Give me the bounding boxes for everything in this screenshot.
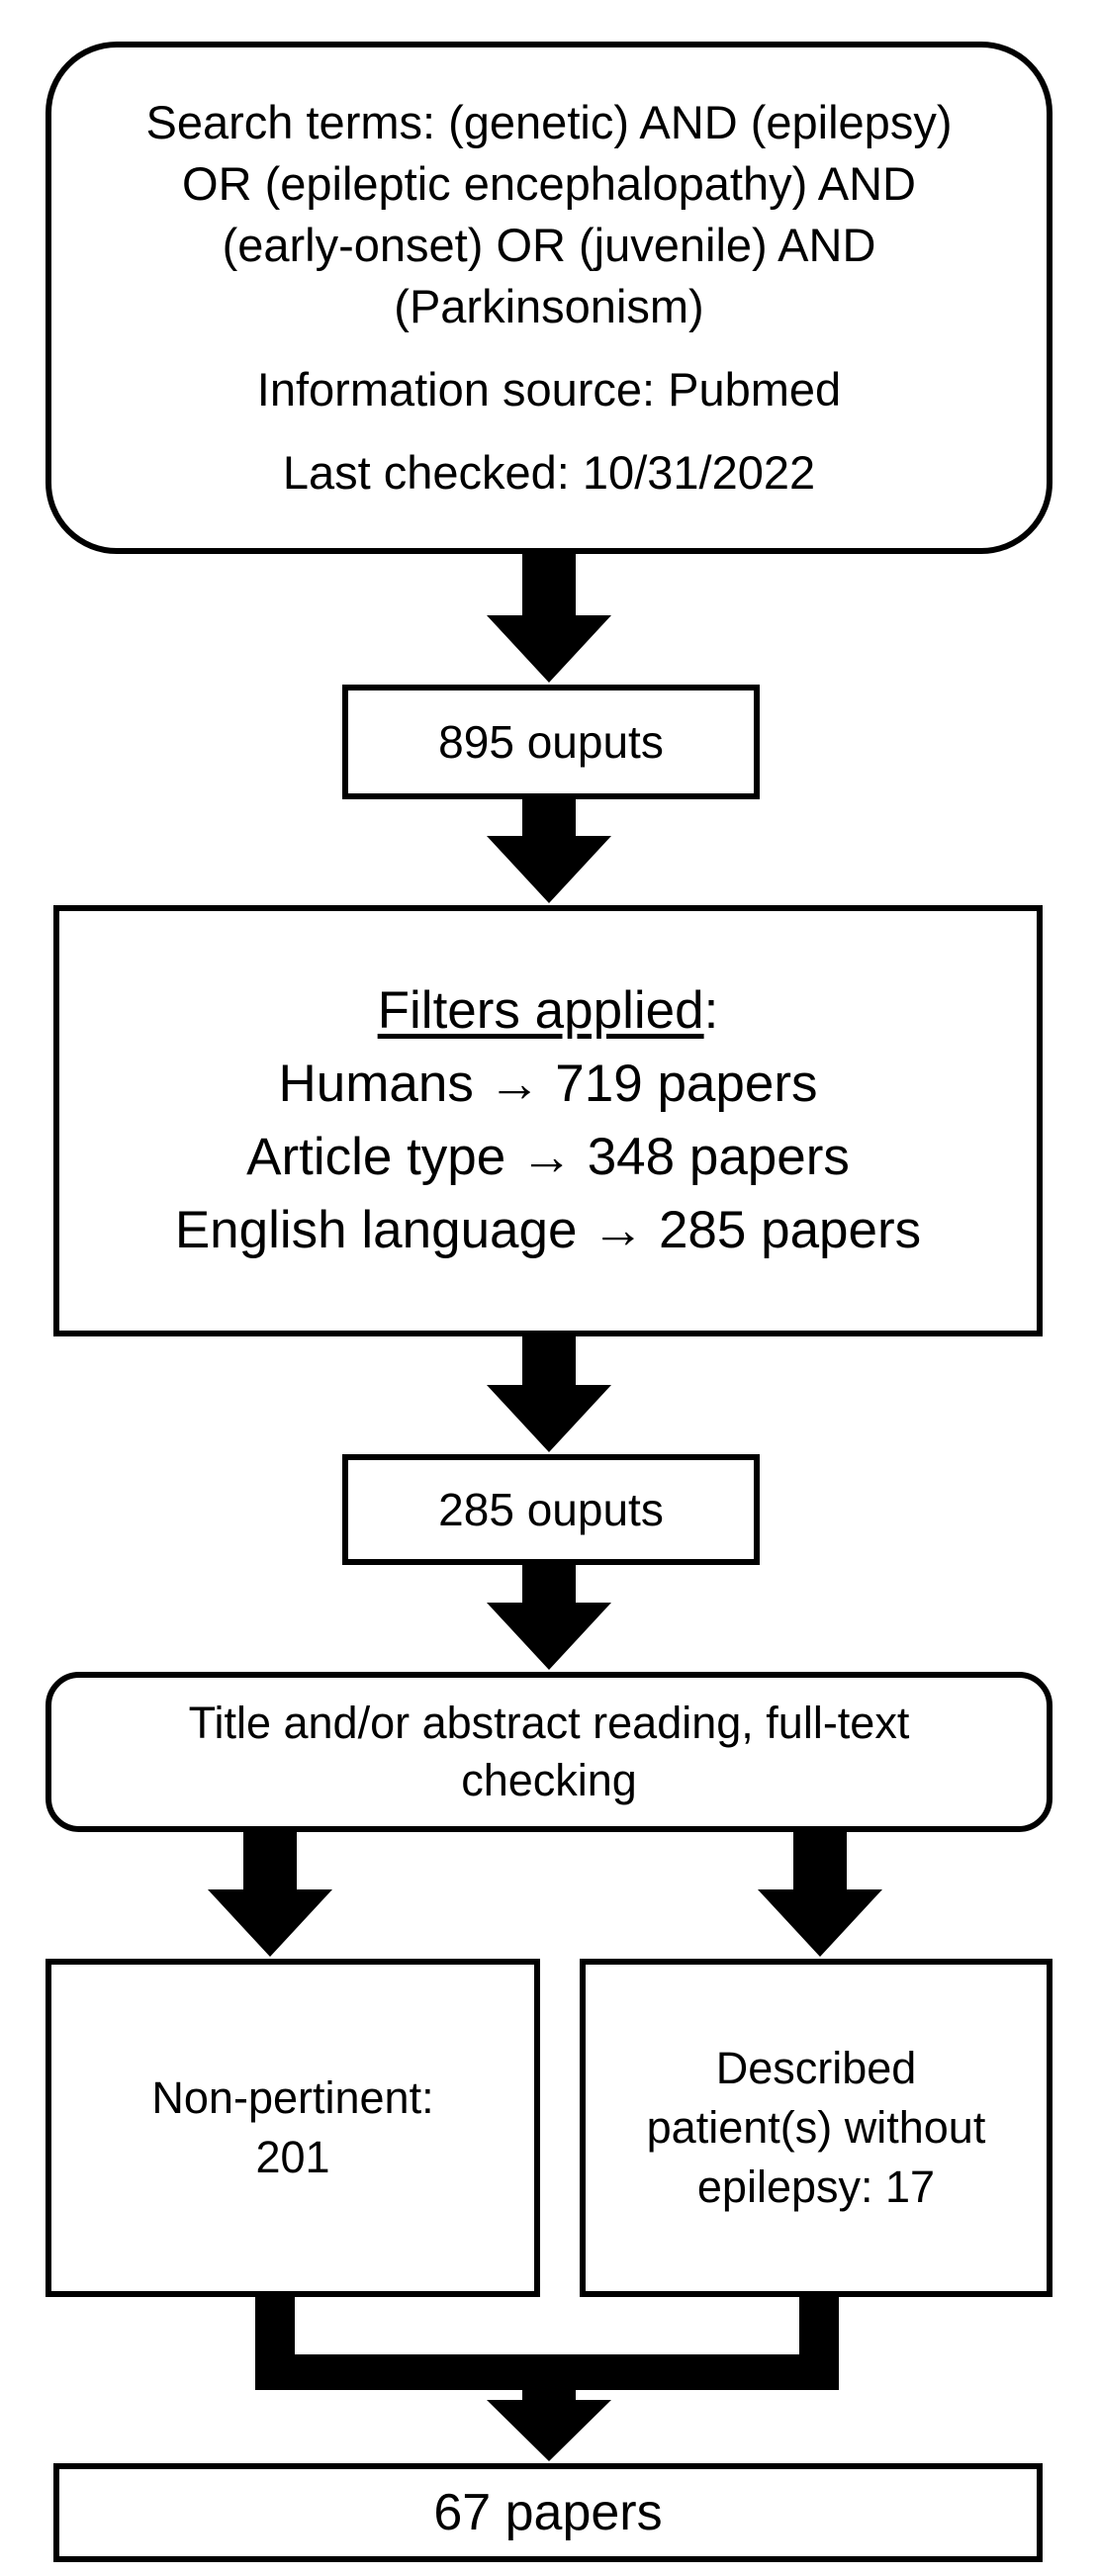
- information-source: Information source: Pubmed: [256, 363, 842, 415]
- search-terms-line-4: (Parkinsonism): [394, 280, 704, 332]
- last-checked: Last checked: 10/31/2022: [282, 446, 816, 499]
- merge-bar: [255, 2354, 839, 2390]
- arrow-search-to-outputs: [487, 554, 611, 683]
- filters-heading: Filters applied:: [378, 974, 719, 1048]
- filter-article-type: Article type → 348 papers: [246, 1128, 850, 1186]
- non-pertinent-count: 201: [255, 2132, 330, 2182]
- search-criteria-box: Search terms: (genetic) AND (epilepsy) O…: [46, 42, 1052, 554]
- review-line-2: checking: [461, 1755, 637, 1805]
- final-papers-count: 67 papers: [433, 2484, 663, 2541]
- final-papers-box: 67 papers: [53, 2463, 1043, 2562]
- non-pertinent-box: Non-pertinent: 201: [46, 1959, 540, 2297]
- review-line-1: Title and/or abstract reading, full-text: [188, 1698, 910, 1748]
- without-epilepsy-line-3: epilepsy: 17: [696, 2162, 936, 2212]
- outputs-box-2: 285 ouputs: [342, 1454, 760, 1565]
- arrow-outputs-to-review: [487, 1565, 611, 1670]
- filter-humans: Humans → 719 papers: [278, 1055, 818, 1113]
- without-epilepsy-box: Described patient(s) without epilepsy: 1…: [580, 1959, 1052, 2297]
- outputs-count-2: 285 ouputs: [438, 1484, 664, 1535]
- search-terms-line-3: (early-onset) OR (juvenile) AND: [222, 219, 876, 271]
- outputs-count-1: 895 ouputs: [438, 716, 664, 768]
- filter-english-language: English language → 285 papers: [174, 1201, 922, 1259]
- without-epilepsy-line-1: Described: [715, 2043, 917, 2093]
- arrow-merge-to-final: [487, 2390, 611, 2461]
- search-terms-line-2: OR (epileptic encephalopathy) AND: [182, 157, 916, 210]
- arrow-outputs-to-filters: [487, 799, 611, 903]
- search-terms-line-1: Search terms: (genetic) AND (epilepsy): [145, 96, 953, 148]
- filters-heading-text: Filters applied: [377, 981, 704, 1040]
- arrow-review-to-nonpertinent: [208, 1832, 332, 1957]
- without-epilepsy-line-2: patient(s) without: [646, 2102, 986, 2153]
- arrow-review-to-described: [758, 1832, 882, 1957]
- outputs-box-1: 895 ouputs: [342, 685, 760, 799]
- review-box: Title and/or abstract reading, full-text…: [46, 1672, 1052, 1832]
- filters-heading-colon: :: [703, 981, 719, 1040]
- filters-box: Filters applied: Humans → 719 papers Art…: [53, 905, 1043, 1336]
- arrow-filters-to-outputs: [487, 1336, 611, 1452]
- non-pertinent-label: Non-pertinent:: [151, 2072, 434, 2123]
